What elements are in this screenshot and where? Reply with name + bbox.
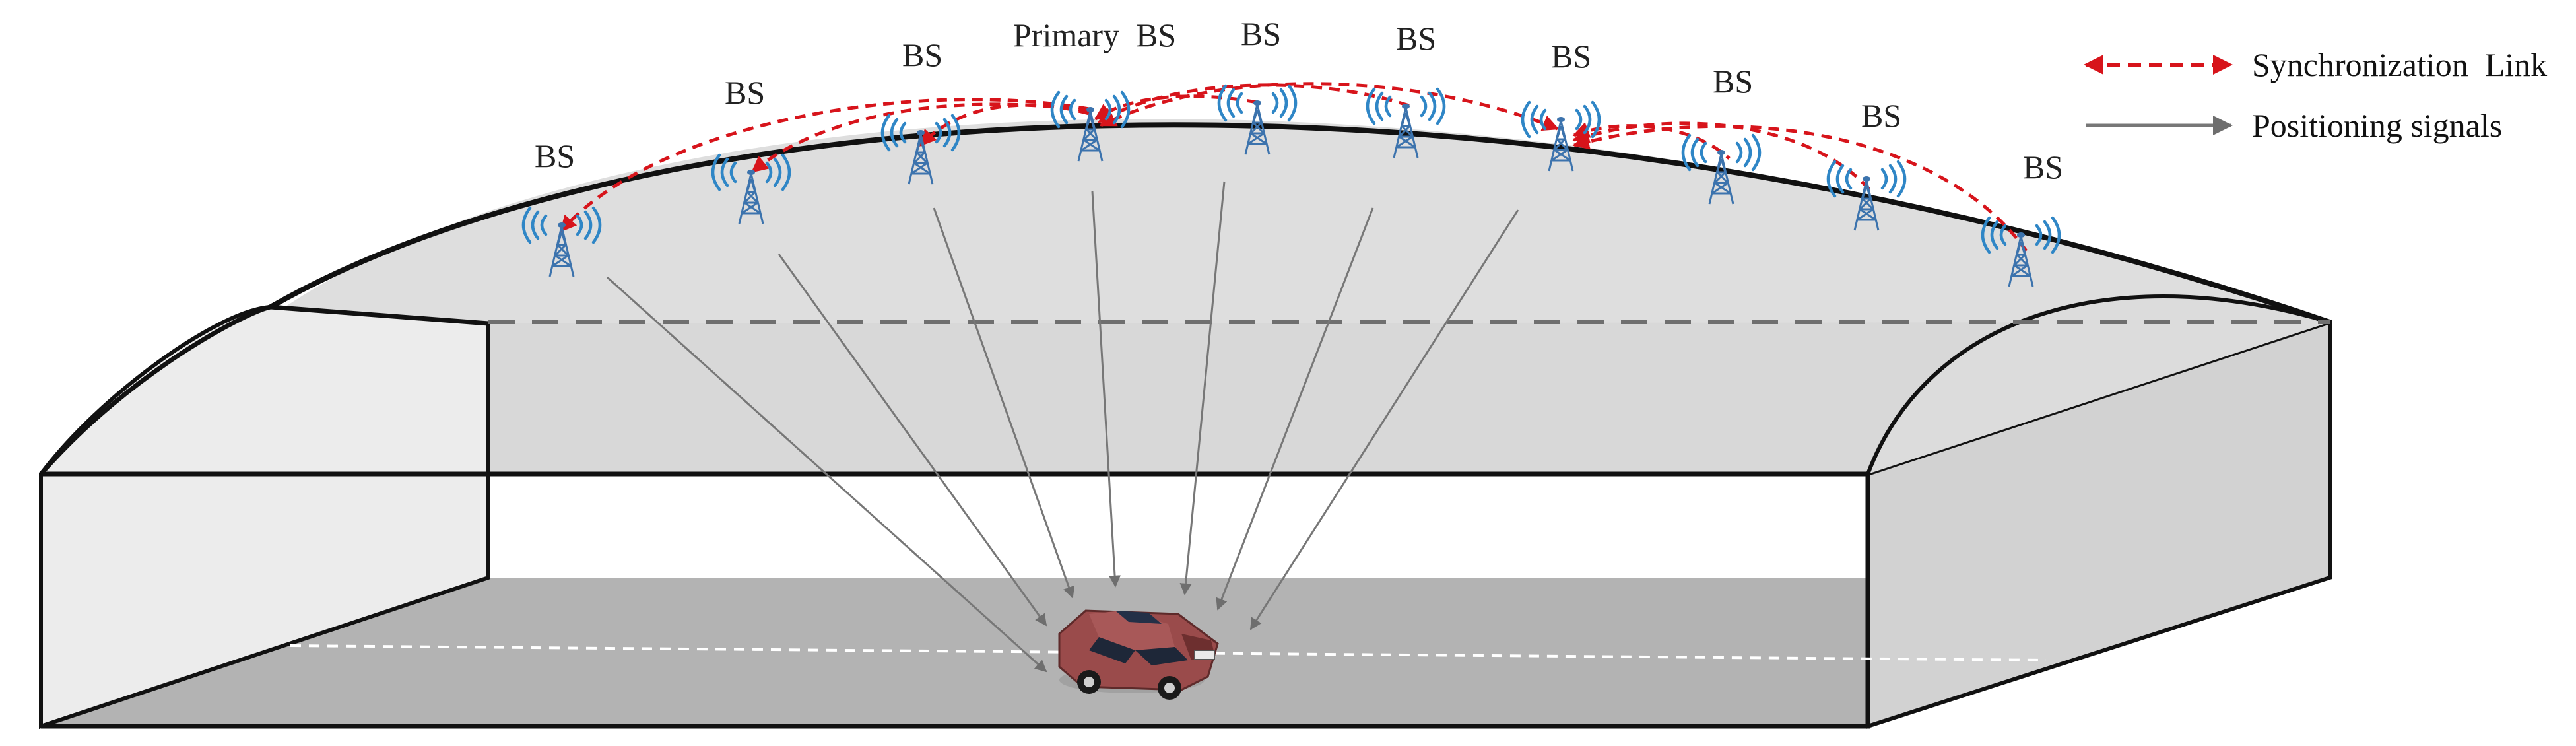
sync-link xyxy=(919,103,1090,147)
station-labels: BS BS BS Primary BS BS BS BS BS BS BS xyxy=(535,15,2063,186)
bs-label: BS xyxy=(1551,38,1591,75)
positioning-signal xyxy=(1179,181,1226,595)
positioning-signal xyxy=(606,276,1047,673)
tunnel-back-wall xyxy=(488,322,2330,475)
bs-label: BS xyxy=(902,36,942,73)
car-icon xyxy=(1058,609,1219,700)
positioning-signals xyxy=(606,181,1519,673)
bs-label: BS xyxy=(2023,149,2063,186)
sync-link xyxy=(560,98,1090,232)
sync-link-legend-label: Synchronization Link xyxy=(2252,46,2547,83)
bs-label: BS xyxy=(1396,20,1436,57)
positioning-signal xyxy=(1091,191,1121,588)
sync-link xyxy=(1572,122,1731,160)
sync-link xyxy=(1572,124,2028,252)
bs-label: BS xyxy=(1713,63,1753,100)
positioning-signal xyxy=(777,254,1047,627)
sync-link xyxy=(1099,82,1560,131)
left-arch xyxy=(39,304,489,476)
front-edge xyxy=(41,471,1870,729)
bs-label: BS xyxy=(535,137,575,174)
bs-label: BS xyxy=(1241,15,1281,52)
bs-label: BS xyxy=(1861,97,1901,134)
primary-bs-label: Primary BS xyxy=(1013,17,1176,53)
synchronization-links xyxy=(560,82,2028,252)
positioning-signal xyxy=(1249,209,1519,630)
legend: Synchronization Link Positioning signals xyxy=(2084,46,2547,144)
right-arch xyxy=(1866,294,2330,475)
positioning-legend-label: Positioning signals xyxy=(2252,107,2502,144)
positioning-signal xyxy=(933,207,1075,599)
bs-label: BS xyxy=(725,74,765,111)
positioning-signal xyxy=(1216,207,1374,611)
tunnel-structure xyxy=(39,119,2332,729)
